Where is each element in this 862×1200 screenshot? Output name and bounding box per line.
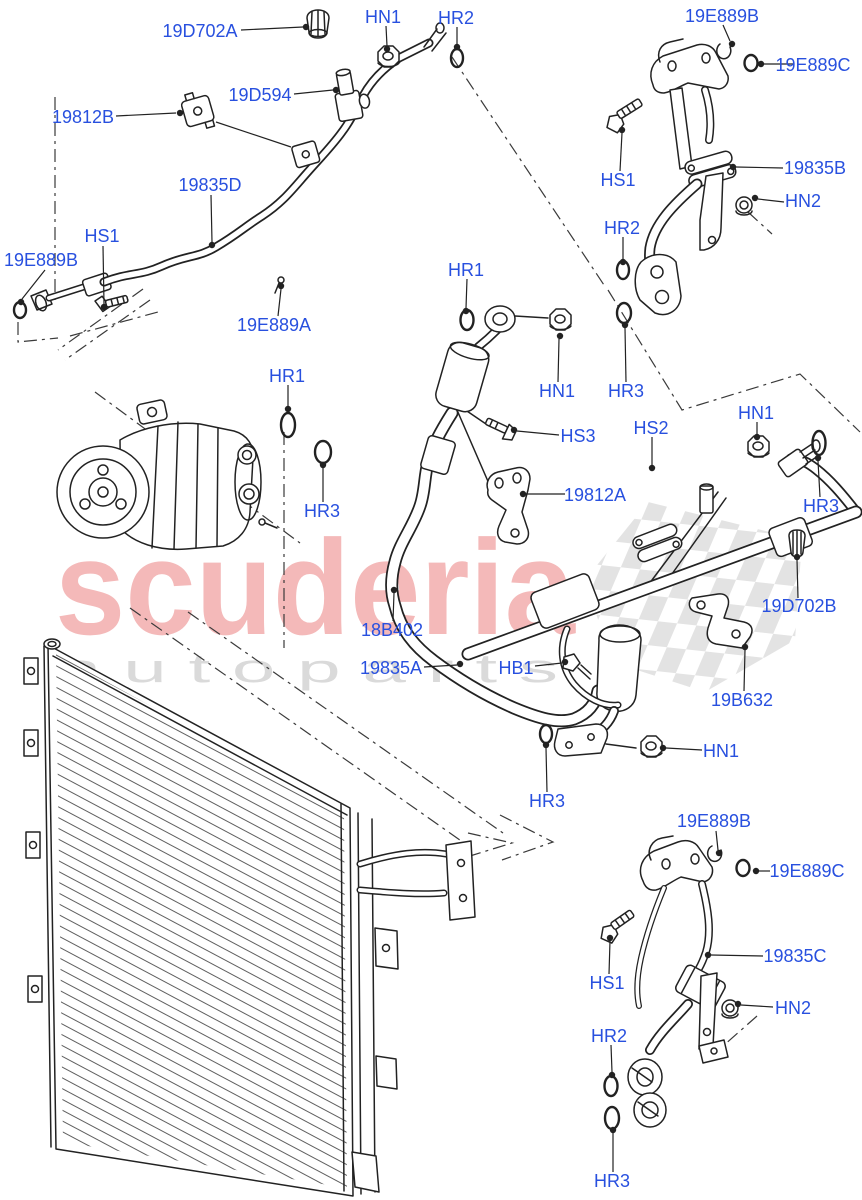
part-label-hn1[interactable]: HN1	[737, 403, 775, 423]
clip-mounted-part	[291, 140, 321, 169]
part-label-hn2[interactable]: HN2	[784, 191, 822, 211]
part-label-hn1[interactable]: HN1	[538, 381, 576, 401]
part-label-hr2[interactable]: HR2	[603, 218, 641, 238]
bolt-hs1-part	[606, 98, 643, 134]
part-label-19d702b[interactable]: 19D702B	[761, 596, 837, 616]
valve-19d594-part	[334, 68, 371, 123]
condenser-left-brackets	[23, 657, 43, 1003]
drier-cylinder	[435, 341, 490, 413]
o-ring-hr2-part	[603, 1074, 619, 1098]
part-label-hs1[interactable]: HS1	[600, 170, 636, 190]
part-label-19812b[interactable]: 19812B	[51, 107, 115, 127]
part-label-hr2[interactable]: HR2	[590, 1026, 628, 1046]
part-label-19b632[interactable]: 19B632	[710, 690, 774, 710]
clamp-part	[632, 523, 683, 563]
part-label-hr3[interactable]: HR3	[607, 381, 645, 401]
bolt-hs1-part	[600, 909, 635, 944]
part-label-hn1[interactable]: HN1	[364, 7, 402, 27]
bracket-19812a-part	[486, 466, 531, 545]
bolt-hb1-part	[562, 653, 592, 680]
part-label-19835d[interactable]: 19835D	[178, 175, 242, 195]
part-label-19e889c[interactable]: 19E889C	[775, 55, 851, 75]
part-label-18b402[interactable]: 18B402	[360, 620, 424, 640]
part-label-19e889b[interactable]: 19E889B	[676, 811, 752, 831]
part-label-hn2[interactable]: HN2	[774, 998, 812, 1018]
part-label-19e889b[interactable]: 19E889B	[3, 250, 79, 270]
nut-hn1-part	[549, 308, 572, 331]
part-label-hr1[interactable]: HR1	[447, 260, 485, 280]
part-label-hr2[interactable]: HR2	[437, 8, 475, 28]
rear-pipe-upper-assembly-drawing	[606, 38, 759, 325]
compressor-drawing	[56, 276, 333, 551]
stud-19e889a-part	[277, 276, 285, 284]
o-ring-19e889c-part	[735, 858, 751, 878]
bracket-19b632-part	[688, 593, 753, 649]
clip-19812b-part	[180, 92, 216, 129]
part-label-19835c[interactable]: 19835C	[763, 946, 827, 966]
o-ring-hr3-part	[538, 723, 554, 745]
leader-lines	[17, 23, 822, 1172]
grommet-hn2-part	[721, 999, 739, 1019]
o-ring-hr3-part	[313, 439, 333, 465]
part-label-19835b[interactable]: 19835B	[783, 158, 847, 178]
o-ring-hr3-part	[615, 301, 633, 325]
part-label-19e889c[interactable]: 19E889C	[769, 861, 845, 881]
condenser-drawing	[23, 638, 476, 1197]
part-label-19835a[interactable]: 19835A	[359, 658, 423, 678]
part-label-19e889b[interactable]: 19E889B	[684, 6, 760, 26]
part-label-19e889a[interactable]: 19E889A	[236, 315, 312, 335]
part-label-hr1[interactable]: HR1	[268, 366, 306, 386]
rear-pipe-lower-assembly-drawing	[600, 835, 751, 1131]
part-label-19812a[interactable]: 19812A	[563, 485, 627, 505]
cap-19d702a-part	[306, 9, 330, 39]
center-pipe-assembly-drawing	[461, 429, 862, 661]
drier-hose-assembly-drawing	[385, 305, 605, 728]
part-label-hr3[interactable]: HR3	[303, 501, 341, 521]
part-label-hs1[interactable]: HS1	[84, 226, 120, 246]
phantom-lines	[17, 56, 861, 1063]
part-label-hr3[interactable]: HR3	[593, 1171, 631, 1191]
cap-19d702b-part	[788, 529, 806, 558]
o-ring-hr3-part	[603, 1105, 621, 1131]
grommet-hn2-part	[735, 196, 753, 216]
o-ring-hr1-part	[279, 411, 297, 439]
part-label-hs3[interactable]: HS3	[560, 426, 596, 446]
part-label-hr3[interactable]: HR3	[802, 496, 840, 516]
bolt-hs1-part	[94, 294, 129, 313]
nut-hn1-part	[640, 735, 663, 758]
front-pipe-assembly-drawing	[12, 9, 465, 320]
part-label-19d594[interactable]: 19D594	[228, 85, 292, 105]
part-label-hr3[interactable]: HR3	[528, 791, 566, 811]
part-label-hb1[interactable]: HB1	[498, 658, 534, 678]
part-label-hn1[interactable]: HN1	[702, 741, 740, 761]
clip-19e889b-part	[716, 43, 732, 60]
o-ring-19e889c-part	[743, 53, 759, 73]
part-label-19d702a[interactable]: 19D702A	[162, 21, 238, 41]
part-label-hs1[interactable]: HS1	[589, 973, 625, 993]
part-label-hs2[interactable]: HS2	[633, 418, 669, 438]
